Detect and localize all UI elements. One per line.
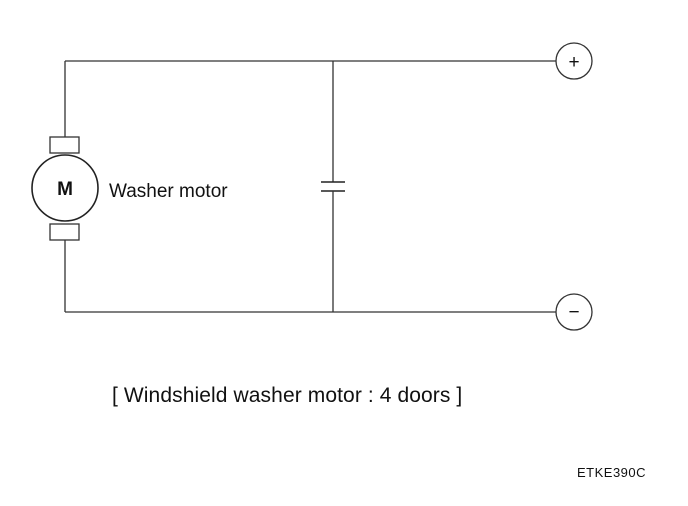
positive-terminal bbox=[555, 42, 593, 80]
motor-symbol: M bbox=[57, 179, 73, 200]
figure-code: ETKE390C bbox=[577, 465, 647, 480]
motor-circle bbox=[31, 154, 99, 222]
motor-bottom-brush bbox=[49, 223, 80, 241]
negative-terminal bbox=[555, 293, 593, 331]
negative-sign: − bbox=[568, 302, 579, 323]
positive-sign: + bbox=[568, 52, 579, 73]
motor-top-brush bbox=[49, 136, 80, 154]
diagram-caption: [ Windshield washer motor : 4 doors ] bbox=[112, 384, 463, 407]
motor-label: Washer motor bbox=[109, 181, 228, 202]
